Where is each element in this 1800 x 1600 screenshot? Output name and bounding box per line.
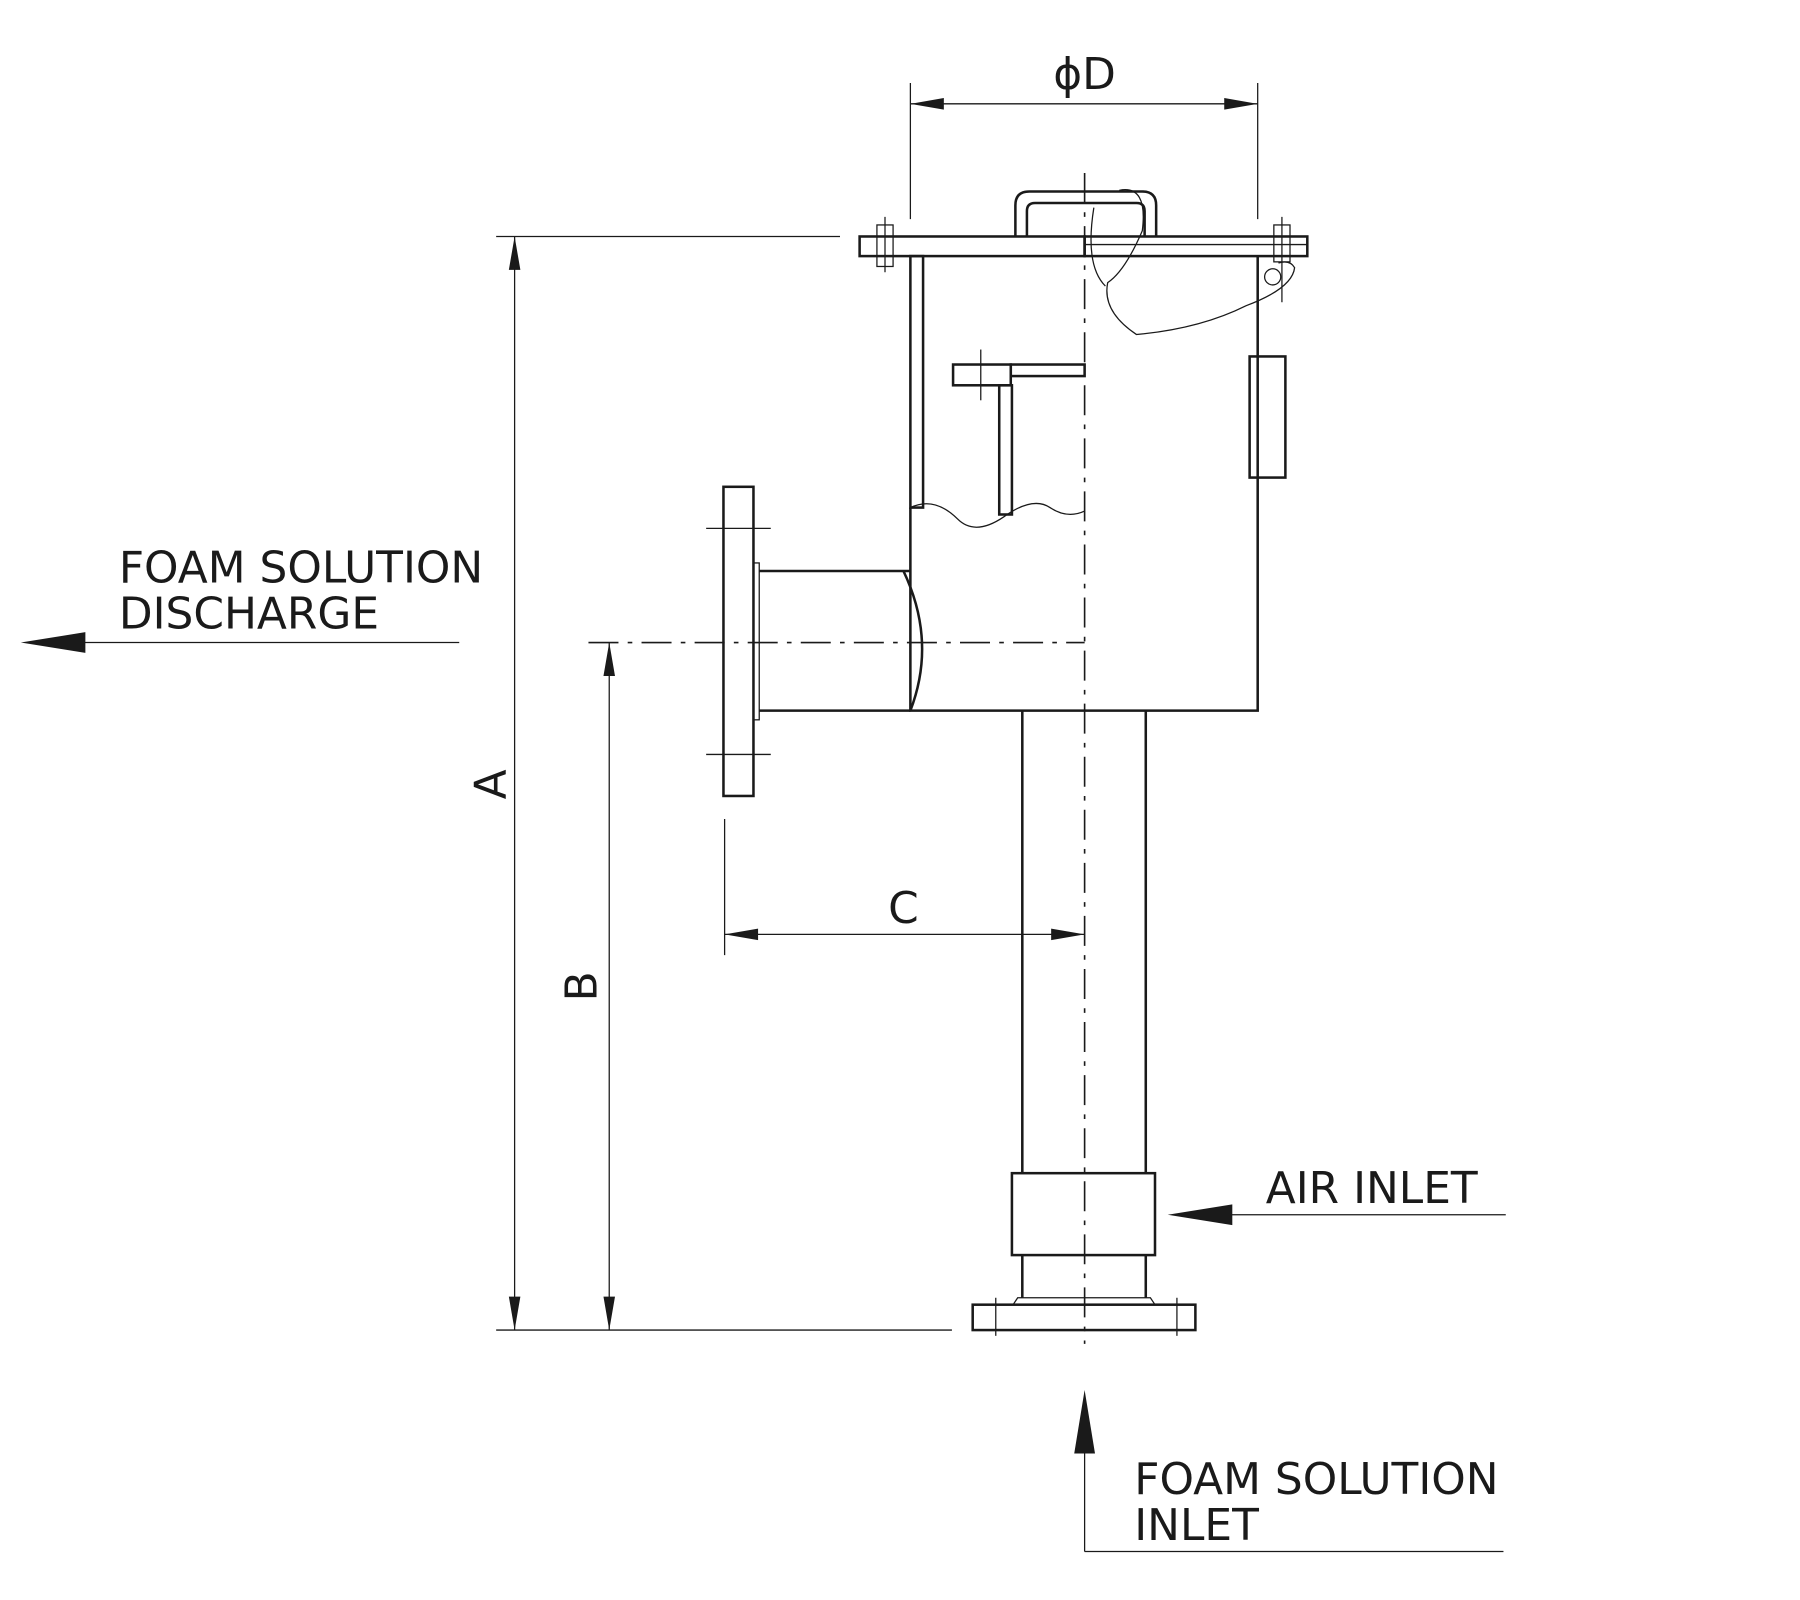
discharge-outlet <box>706 485 924 798</box>
dimension-a <box>496 235 952 1331</box>
bolt-icon <box>876 216 894 273</box>
dimension-d <box>909 83 1259 220</box>
air-inlet-screen <box>1010 1171 1157 1257</box>
inlet-pipe <box>1021 710 1148 1298</box>
air-inlet-arrow-icon <box>1167 1204 1506 1226</box>
tank-shell <box>909 256 1259 712</box>
inlet-flange <box>971 1297 1197 1336</box>
sight-window <box>1248 355 1287 479</box>
cover-plate <box>858 235 1309 509</box>
inlet-label-line1: FOAM SOLUTION <box>1134 1454 1498 1505</box>
dimension-c-label: C <box>888 883 919 934</box>
dimension-d-label: ϕD <box>1053 49 1116 100</box>
chain-wire-segment <box>1090 207 1106 287</box>
bolt-icon <box>1273 216 1291 303</box>
handle <box>1014 190 1158 237</box>
dimension-b <box>603 642 615 1331</box>
dimension-b-label: B <box>557 971 608 1001</box>
discharge-label-line1: FOAM SOLUTION <box>119 543 483 594</box>
discharge-arrow-icon <box>20 632 460 653</box>
air-inlet-label: AIR INLET <box>1266 1163 1478 1214</box>
break-line <box>910 502 1085 528</box>
dimension-c <box>723 819 1085 956</box>
dimension-a-label: A <box>465 769 516 799</box>
discharge-label-line2: DISCHARGE <box>119 589 379 640</box>
inlet-arrow-icon <box>1074 1390 1504 1553</box>
pin-ring-icon <box>1263 268 1282 286</box>
inner-baffle <box>951 349 1086 516</box>
chain-wire <box>1106 189 1296 336</box>
inlet-label-line2: INLET <box>1134 1500 1259 1551</box>
